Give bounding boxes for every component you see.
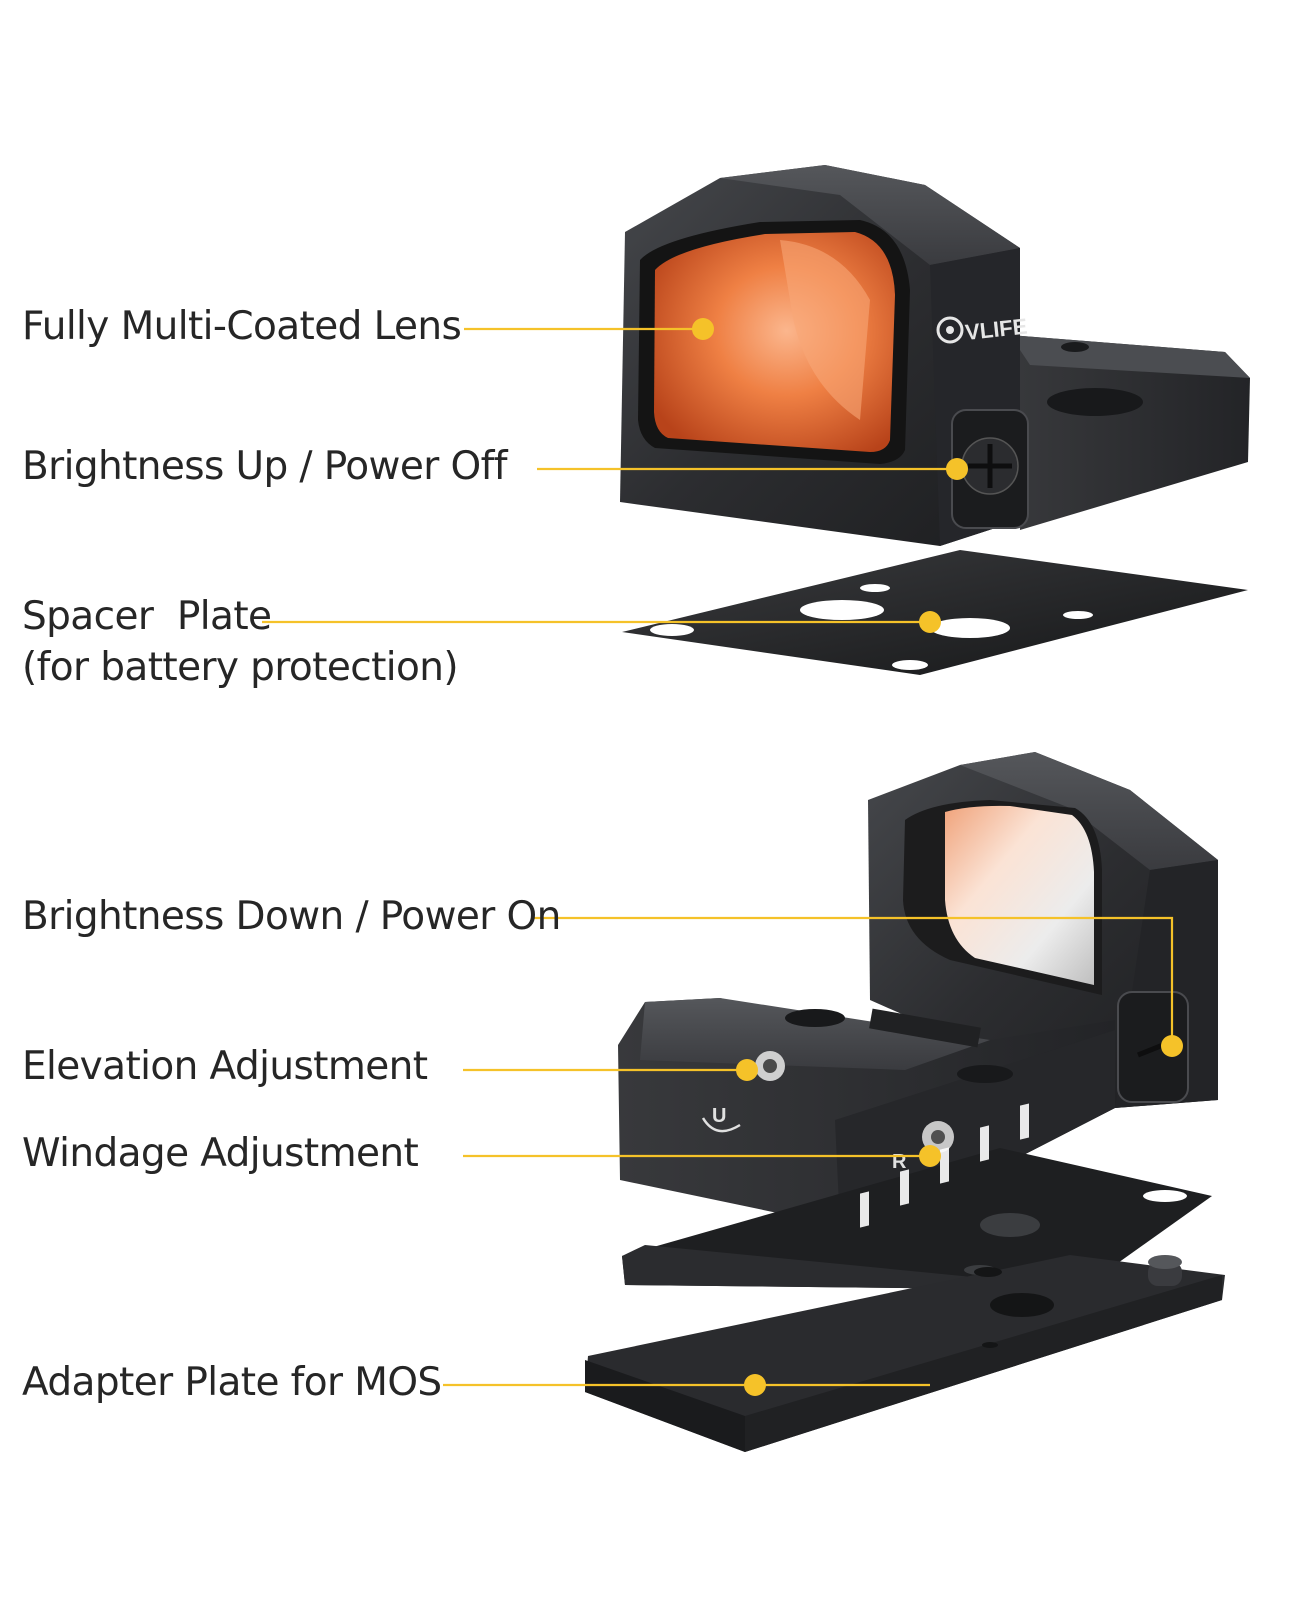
- red-dot-sight-top-view: VLIFE: [620, 165, 1250, 546]
- red-dot-sight-bottom-view: U R: [618, 752, 1218, 1226]
- label-spacer-line1: Spacer Plate: [22, 594, 272, 639]
- marker-brightness-up: [946, 458, 968, 480]
- label-spacer-line2: (for battery protection): [22, 644, 459, 690]
- label-lens: Fully Multi-Coated Lens: [22, 304, 462, 349]
- marker-spacer: [919, 611, 941, 633]
- marker-elevation: [736, 1059, 758, 1081]
- marker-windage: [919, 1145, 941, 1167]
- marker-lens: [692, 318, 714, 340]
- leader-brightness-down: [532, 916, 1174, 1046]
- elevation-arrow-icon: [701, 1117, 741, 1133]
- label-brightness-down: Brightness Down / Power On: [22, 894, 561, 939]
- brand-logo-icon: [936, 316, 964, 344]
- label-windage: Windage Adjustment: [22, 1131, 419, 1176]
- sight-base-rear: [1010, 335, 1250, 530]
- marker-brightness-down: [1161, 1035, 1183, 1057]
- marker-adapter: [744, 1374, 766, 1396]
- label-elevation: Elevation Adjustment: [22, 1044, 428, 1089]
- windage-marking: R: [892, 1151, 907, 1173]
- coated-lens-rear: [945, 805, 1094, 985]
- label-spacer-plate: Spacer Plate (for battery protection): [22, 592, 459, 693]
- label-adapter-plate: Adapter Plate for MOS: [22, 1360, 442, 1405]
- label-brightness-up: Brightness Up / Power Off: [22, 444, 507, 489]
- base-screw-hole: [1061, 342, 1089, 352]
- elevation-marking: U: [712, 1105, 726, 1127]
- leader-lines: [262, 318, 1183, 1396]
- adapter-plate: [585, 1103, 1225, 1452]
